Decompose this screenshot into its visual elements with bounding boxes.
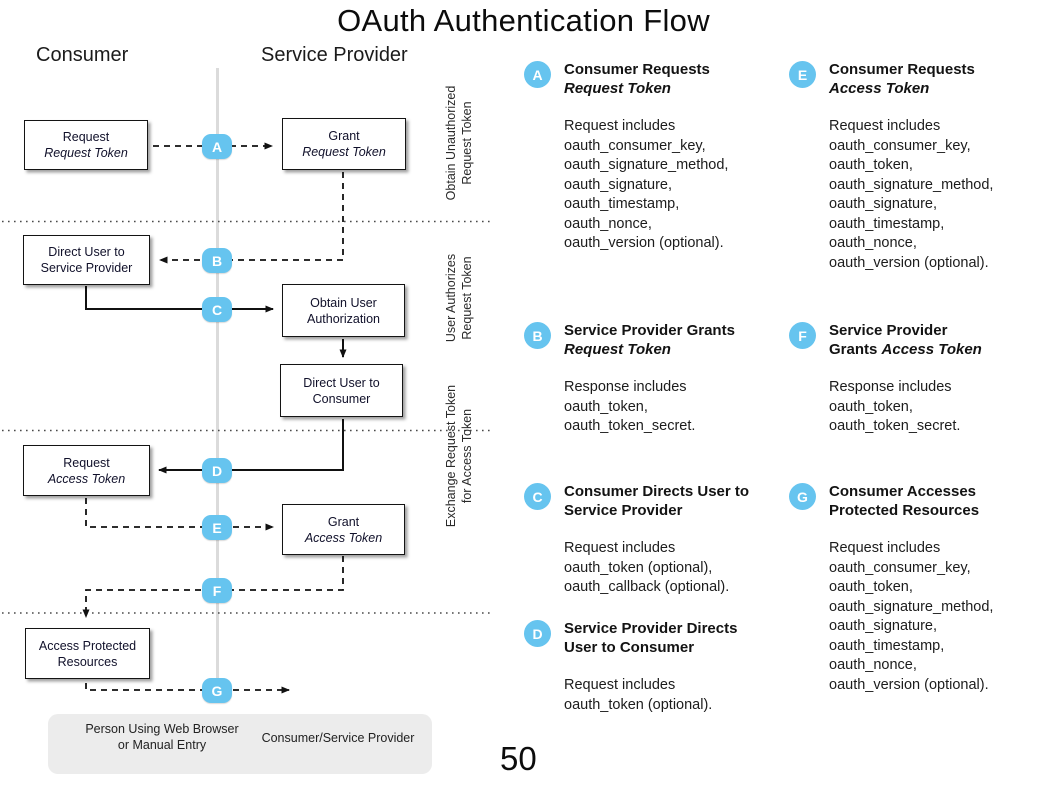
box-label-line1: Direct User to — [48, 245, 125, 259]
box-label-line2: Authorization — [307, 311, 380, 326]
legend-dashed-label: Consumer/Service Provider — [261, 731, 415, 745]
annotation-badge-b: B — [524, 322, 551, 349]
step-badge-g: G — [202, 678, 232, 703]
page-title: OAuth Authentication Flow — [337, 3, 710, 38]
flow-box-grant-request-token: Grant Request Token — [282, 118, 406, 170]
arrow-b — [159, 172, 344, 264]
step-badge-e: E — [202, 515, 232, 540]
step-badge-d: D — [202, 458, 232, 483]
arrow-f — [82, 556, 344, 618]
annotation-badge-e: E — [789, 61, 816, 88]
flow-box-request-access-token: Request Access Token — [23, 445, 150, 496]
page-number: 50 — [500, 740, 537, 777]
box-label-line1: Grant — [327, 514, 360, 529]
step-badge-b: B — [202, 248, 232, 273]
annotation-badge-a: A — [524, 61, 551, 88]
flow-box-direct-user-to-consumer: Direct User to Consumer — [280, 364, 403, 417]
box-label-line2: Request Token — [44, 146, 128, 160]
annotation-badge-g: G — [789, 483, 816, 510]
box-label-line1: Grant — [328, 129, 360, 143]
step-badge-f: F — [202, 578, 232, 603]
arrow-d — [158, 419, 344, 474]
phase-label-exchange-request-token: Exchange Request Token for Access Token — [443, 384, 475, 528]
annotation-badge-f: F — [789, 322, 816, 349]
legend-solid-label: Person Using Web Browser or Manual Entry — [85, 722, 239, 753]
step-badge-a: A — [202, 134, 232, 159]
arrow-e — [85, 498, 274, 531]
box-label-line1: Access Protected — [38, 638, 137, 653]
box-label-line2: Request Token — [302, 145, 386, 159]
annotation-badge-c: C — [524, 483, 551, 510]
column-header-service-provider: Service Provider — [261, 44, 408, 66]
flow-box-access-protected-resources: Access Protected Resources — [25, 628, 150, 679]
flow-box-request-request-token: Request Request Token — [24, 120, 148, 170]
box-label-line2: Resources — [57, 654, 118, 669]
flow-box-direct-user-to-service-provider: Direct User to Service Provider — [23, 235, 150, 285]
column-header-consumer: Consumer — [36, 44, 129, 66]
flow-box-grant-access-token: Grant Access Token — [282, 504, 405, 555]
box-label-line1: Request — [62, 130, 110, 144]
box-label-line1: Request — [63, 455, 110, 470]
annotation-badge-d: D — [524, 620, 551, 647]
legend: Person Using Web Browser or Manual Entry… — [48, 714, 432, 774]
box-label-line2: Access Token — [304, 530, 383, 545]
box-label-line1: Obtain User — [310, 295, 377, 310]
flow-box-obtain-user-authorization: Obtain User Authorization — [282, 284, 405, 337]
arrow-g — [85, 683, 290, 694]
arrow-c — [85, 286, 274, 313]
box-label-line1: Direct User to — [303, 375, 380, 390]
step-badge-c: C — [202, 297, 232, 322]
box-label-line2: Access Token — [47, 471, 126, 486]
box-label-line2: Service Provider — [40, 261, 133, 275]
box-label-line2: Consumer — [312, 391, 371, 406]
